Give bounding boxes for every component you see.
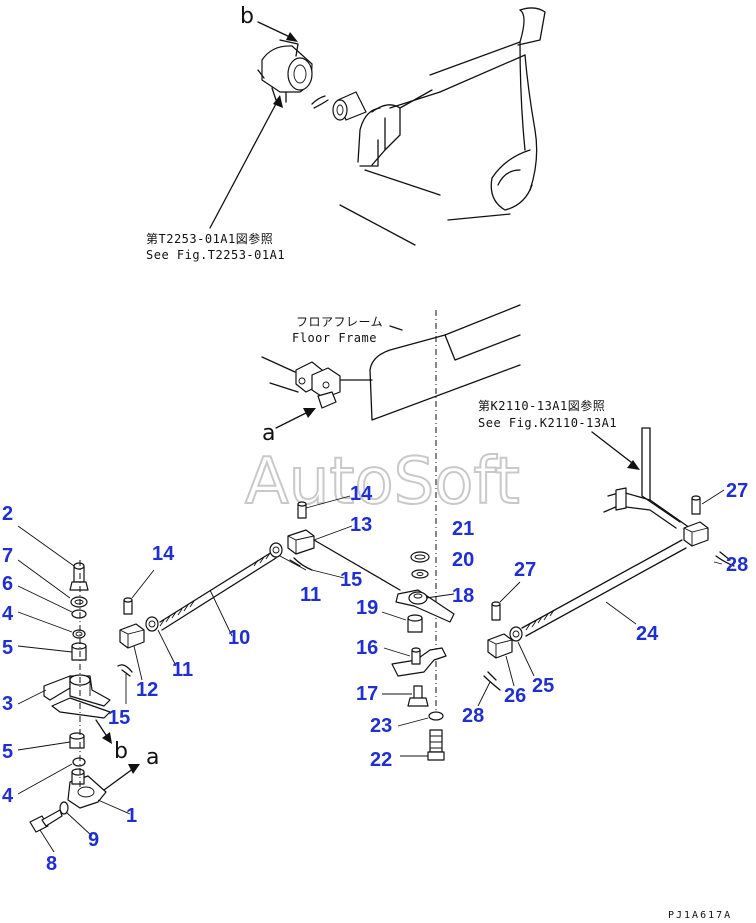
callout-4: 4 [2, 603, 14, 625]
callout-13: 13 [350, 514, 372, 536]
arrow-label-b-top: b [240, 4, 254, 29]
callout-7: 7 [2, 545, 13, 567]
callout-19: 19 [356, 597, 378, 619]
joint-right-end [683, 495, 735, 567]
joint-13 [269, 501, 315, 558]
floor-frame [261, 304, 521, 421]
top-pedal-assembly [311, 7, 546, 246]
arrow-label-a-lower: a [146, 745, 159, 770]
callout-27-center: 27 [514, 559, 536, 581]
drawing-code: PJ1A617A [668, 910, 732, 921]
callout-12: 12 [136, 679, 158, 701]
joint-12 [119, 616, 159, 649]
left-lever-assembly [29, 560, 111, 833]
leader-k2110 [591, 431, 637, 467]
callout-24: 24 [636, 623, 659, 645]
callout-1: 1 [126, 805, 137, 827]
center-bracket-group [391, 551, 455, 761]
callout-15-center: 15 [340, 569, 362, 591]
note-floor-frame-en: Floor Frame [292, 331, 377, 345]
rod-10 [159, 551, 277, 631]
note-t2253-jp: 第T2253-01A1図参照 [146, 231, 273, 246]
joint-26 [483, 601, 523, 691]
callout-25: 25 [532, 675, 554, 697]
callout-16: 16 [356, 637, 378, 659]
leader-lines [17, 489, 725, 853]
callout-26: 26 [504, 685, 526, 707]
arrow-b-top-line [257, 21, 293, 39]
callout-11-center: 11 [300, 584, 321, 606]
cotter-15-left [117, 664, 133, 677]
callout-23: 23 [370, 715, 392, 737]
arrow-a-floor-line [275, 411, 309, 429]
callout-15-left: 15 [108, 707, 130, 729]
callout-10: 10 [228, 627, 250, 649]
arrow-b-top-head [286, 32, 298, 42]
leader-t2253 [209, 99, 279, 229]
callout-22: 22 [370, 749, 392, 771]
callout-numbers: 2 7 6 4 5 3 5 4 8 9 1 14 12 11 15 10 14 … [2, 480, 748, 875]
callout-2: 2 [2, 503, 13, 525]
watermark: AutoSoft [245, 445, 520, 519]
rod-24 [521, 539, 687, 637]
callout-5-lower: 5 [2, 741, 13, 763]
callout-28-center: 28 [462, 705, 484, 727]
callout-5: 5 [2, 637, 13, 659]
note-k2110-en: See Fig.K2110-13A1 [478, 416, 617, 430]
note-k2110-jp: 第K2110-13A1図参照 [478, 398, 605, 413]
cotter-15-center [289, 557, 313, 571]
callout-9: 9 [88, 829, 99, 851]
callout-8: 8 [46, 853, 57, 875]
callout-17: 17 [356, 683, 378, 705]
right-lever [603, 427, 691, 529]
callout-4-lower: 4 [2, 785, 14, 807]
callout-27-right: 27 [726, 480, 748, 502]
callout-3: 3 [2, 693, 13, 715]
callout-14-center: 14 [350, 483, 373, 505]
arrow-label-b-lower: b [114, 739, 128, 764]
callout-18: 18 [452, 585, 474, 607]
callout-6: 6 [2, 573, 13, 595]
callout-20: 20 [452, 549, 474, 571]
callout-21: 21 [452, 518, 474, 540]
fitting-b-top [257, 39, 313, 103]
note-floor-frame-jp: フロアフレーム [296, 315, 383, 329]
note-t2253-en: See Fig.T2253-01A1 [146, 248, 285, 262]
callout-28-right: 28 [726, 554, 748, 576]
arrow-label-a-floor: a [262, 421, 275, 446]
callout-11-left: 11 [172, 659, 193, 681]
callout-14-left: 14 [152, 543, 175, 565]
